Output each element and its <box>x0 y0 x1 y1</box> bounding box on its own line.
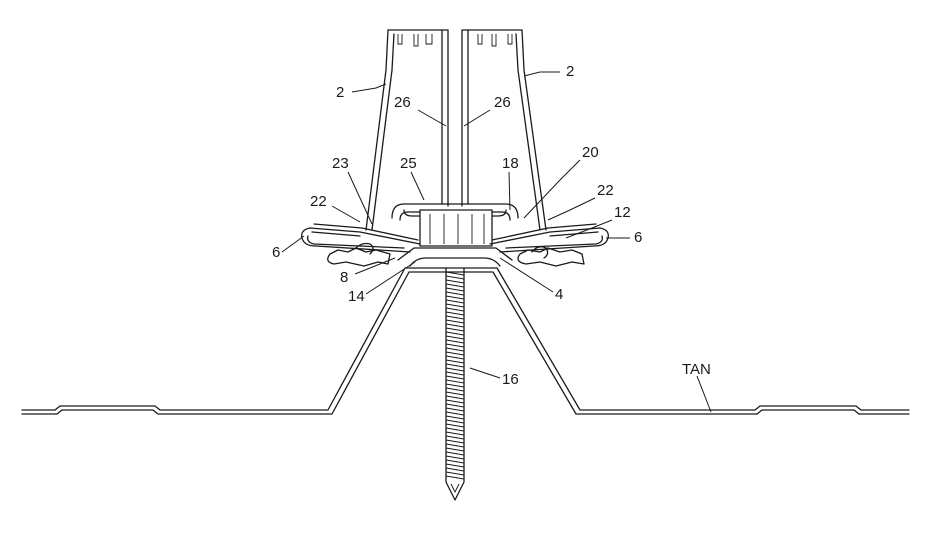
label-25: 25 <box>400 155 417 172</box>
left-profile <box>366 30 448 230</box>
label-26-right: 26 <box>494 94 511 111</box>
support-base <box>392 204 518 266</box>
label-26-left: 26 <box>394 94 411 111</box>
label-18: 18 <box>502 155 519 172</box>
label-8: 8 <box>340 269 348 286</box>
label-22-right: 22 <box>597 182 614 199</box>
label-12: 12 <box>614 204 631 221</box>
label-14: 14 <box>348 288 365 305</box>
label-23: 23 <box>332 155 349 172</box>
label-20: 20 <box>582 144 599 161</box>
right-profile <box>462 30 546 230</box>
screw <box>446 268 464 500</box>
label-22-left: 22 <box>310 193 327 210</box>
left-clamp <box>302 224 420 266</box>
label-6-right: 6 <box>634 229 642 246</box>
right-clamp <box>490 224 608 266</box>
label-16: 16 <box>502 371 519 388</box>
leader-lines <box>282 72 711 412</box>
label-2-left: 2 <box>336 84 344 101</box>
label-4: 4 <box>555 286 563 303</box>
label-6-left: 6 <box>272 244 280 261</box>
label-2-right: 2 <box>566 63 574 80</box>
label-tan: TAN <box>682 361 711 378</box>
roof-panel <box>22 268 909 414</box>
